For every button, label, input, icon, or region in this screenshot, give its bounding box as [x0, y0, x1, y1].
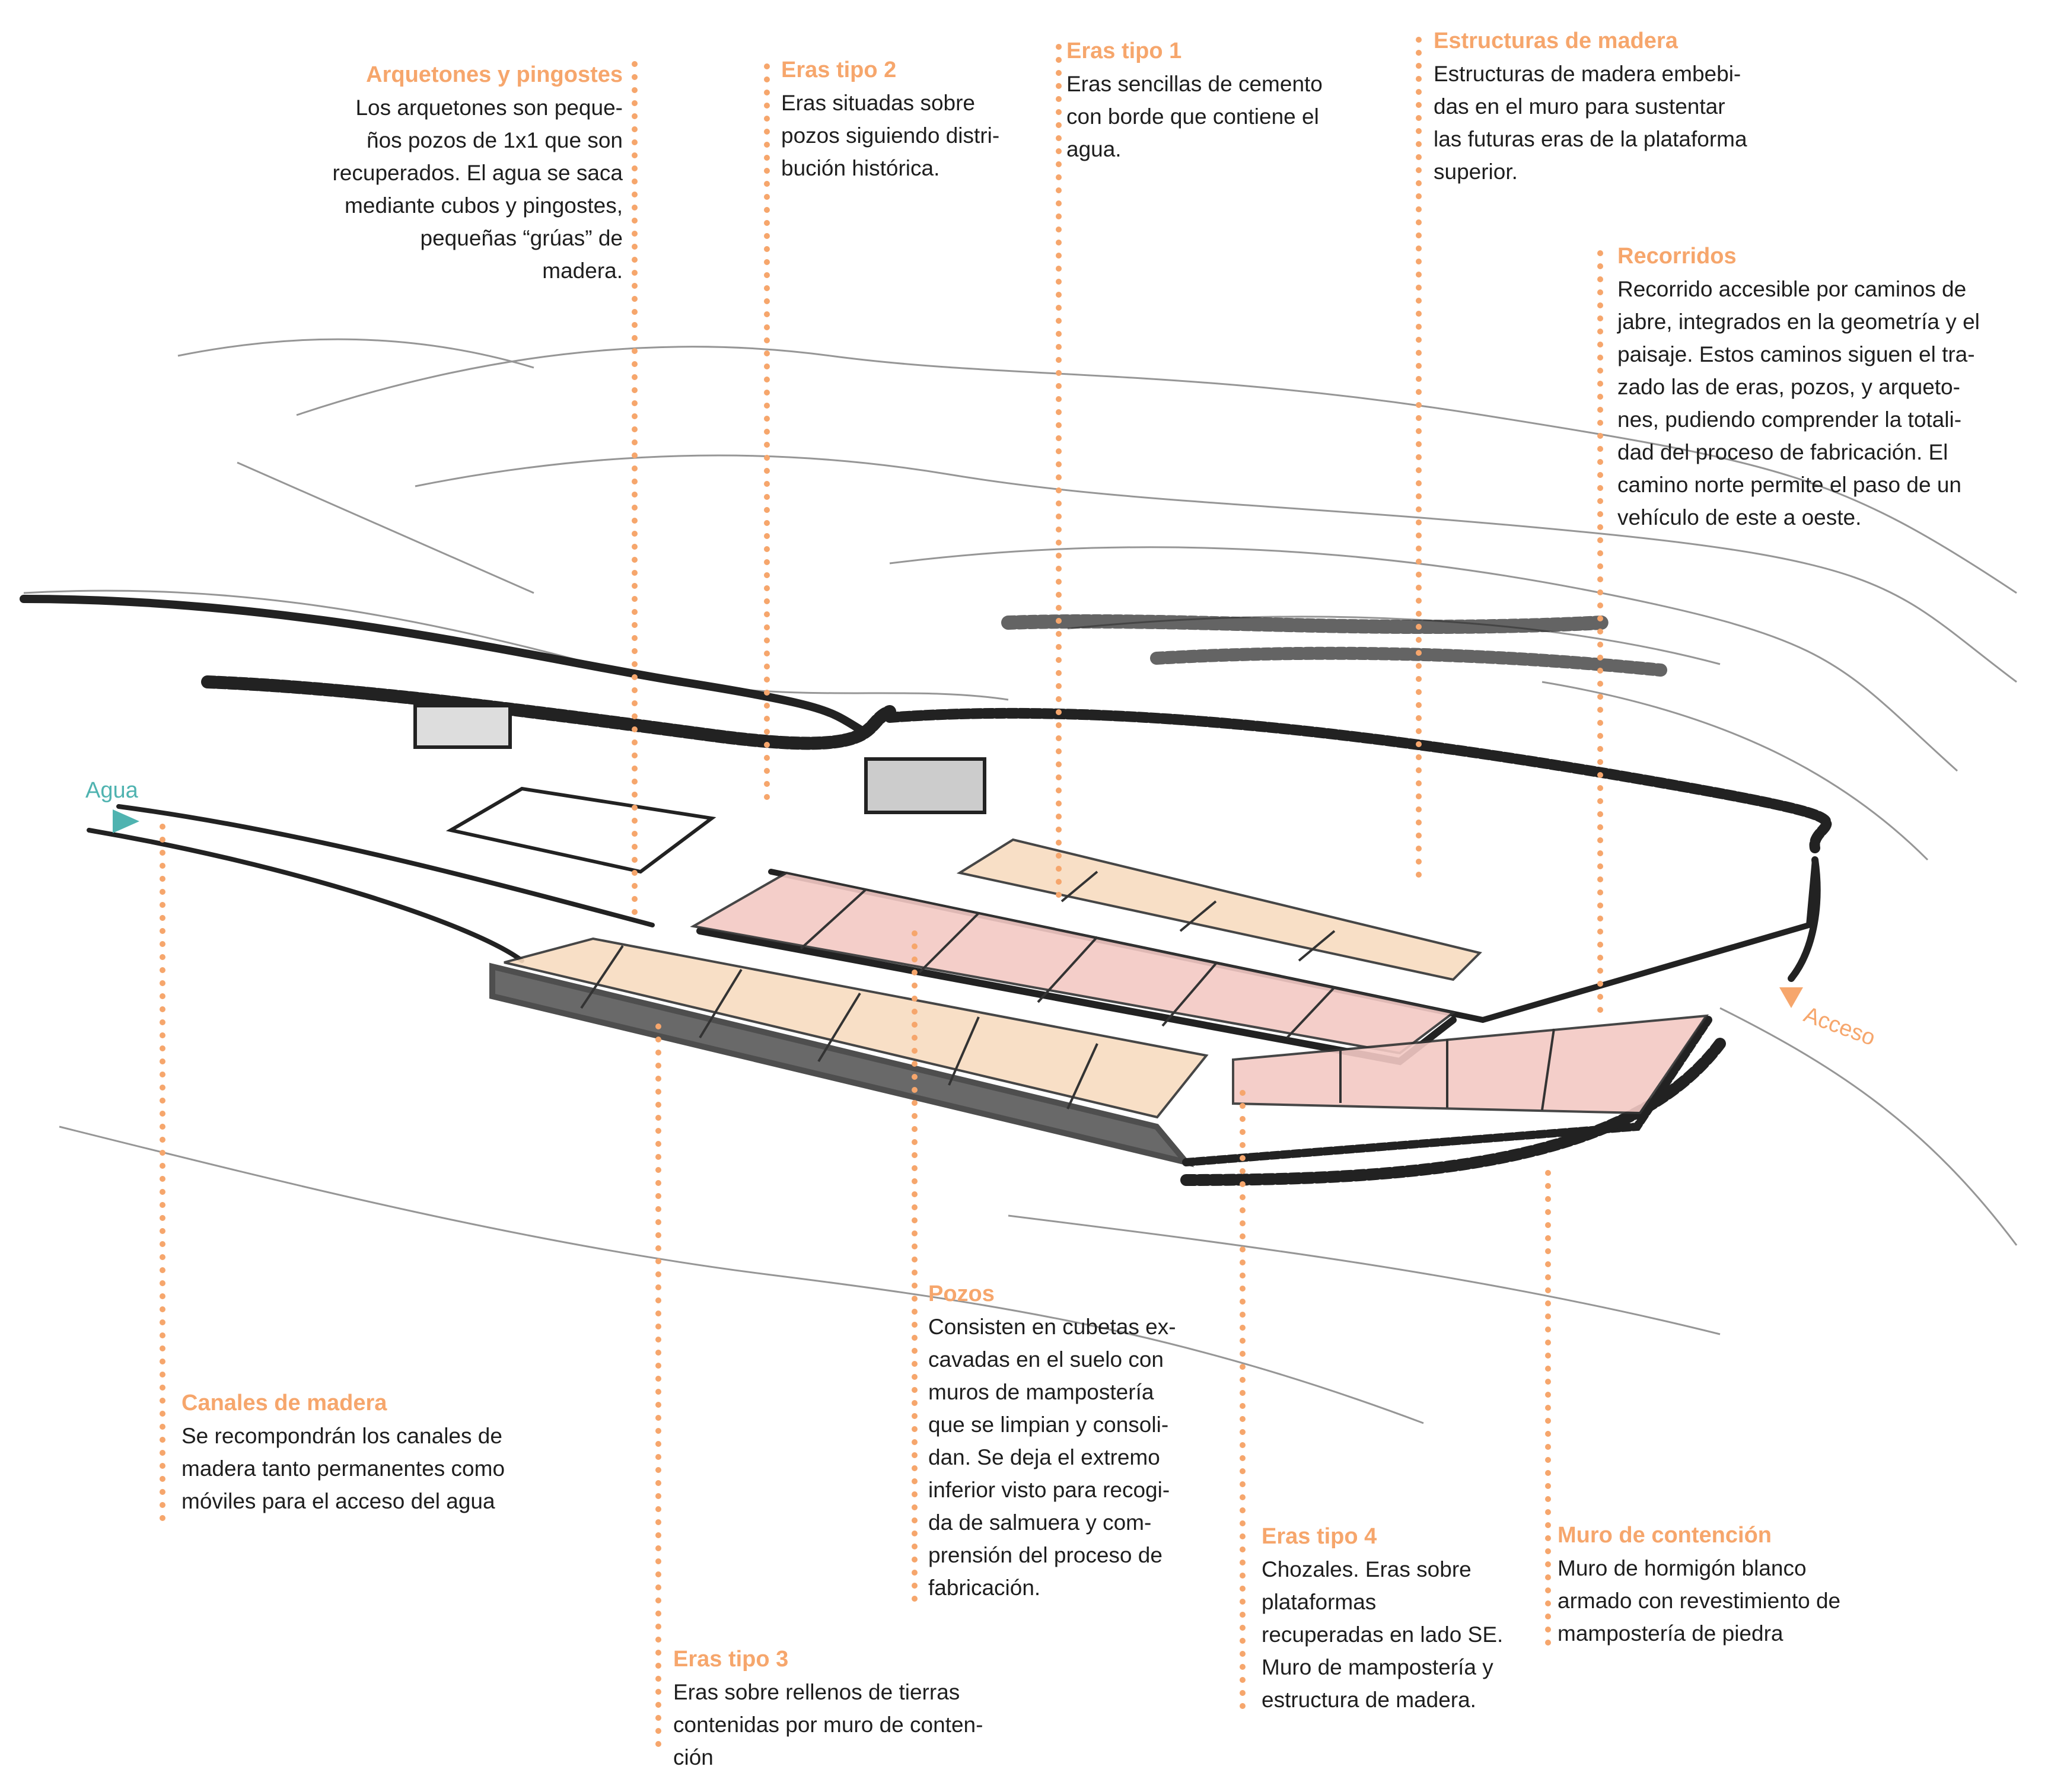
annotation-title: Arquetones y pingostes: [366, 62, 623, 87]
annotation-body: Estructuras de madera embebi- das en el …: [1434, 62, 1747, 184]
annotation-title: Recorridos: [1617, 244, 1737, 269]
annotation-eras-tipo-2: Eras tipo 2 Eras situadas sobre pozos si…: [781, 56, 1054, 184]
annotation-title: Eras tipo 4: [1262, 1524, 1377, 1549]
annotation-body: Muro de hormigón blanco armado con reves…: [1558, 1556, 1841, 1646]
eras-tipo-3-panels: [504, 937, 1209, 1119]
annotation-eras-tipo-3: Eras tipo 3 Eras sobre rellenos de tierr…: [673, 1645, 1065, 1774]
annotation-body: Eras situadas sobre pozos siguiendo dist…: [781, 91, 1000, 180]
annotation-body: Eras sencillas de cemento con borde que …: [1066, 72, 1323, 161]
salt-pans: [413, 704, 1709, 1119]
eras-tipo-4-panels: [1232, 1014, 1709, 1115]
annotation-body: Consisten en cubetas ex- cavadas en el s…: [928, 1315, 1176, 1600]
annotation-arquetones: Arquetones y pingostes Los arquetones so…: [285, 60, 623, 287]
annotation-body: Recorrido accesible por caminos de jabre…: [1617, 277, 1980, 530]
wooden-shed: [864, 757, 986, 814]
annotation-title: Pozos: [928, 1281, 995, 1306]
annotation-title: Canales de madera: [181, 1391, 387, 1415]
access-arrow-icon: [1779, 987, 1803, 1008]
annotation-title: Estructuras de madera: [1434, 28, 1678, 53]
annotation-title: Muro de contención: [1558, 1523, 1772, 1548]
annotation-canales-madera: Canales de madera Se recompondrán los ca…: [181, 1389, 573, 1517]
annotation-body: Chozales. Eras sobre plataformas recuper…: [1262, 1557, 1504, 1712]
eras-tipo-1-panels: [956, 838, 1482, 981]
annotation-pozos: Pozos Consisten en cubetas ex- cavadas e…: [928, 1280, 1237, 1604]
annotation-estructuras-madera: Estructuras de madera Estructuras de mad…: [1434, 27, 1813, 188]
stone-walls: [20, 595, 1832, 1186]
annotation-title: Eras tipo 2: [781, 58, 897, 82]
annotation-body: Se recompondrán los canales de madera ta…: [181, 1424, 505, 1513]
annotation-title: Eras tipo 3: [673, 1647, 789, 1672]
arqueton-hut: [413, 704, 512, 749]
water-arrow-icon: [113, 809, 139, 833]
annotation-eras-tipo-1: Eras tipo 1 Eras sencillas de cemento co…: [1066, 37, 1399, 165]
annotation-muro-contencion: Muro de contención Muro de hormigón blan…: [1558, 1521, 1937, 1650]
eras-tipo-2-upper: [445, 786, 716, 874]
annotation-recorridos: Recorridos Recorrido accesible por camin…: [1617, 242, 2044, 534]
annotation-eras-tipo-4: Eras tipo 4 Chozales. Eras sobre platafo…: [1262, 1522, 1546, 1716]
annotation-body: Los arquetones son peque- ños pozos de 1…: [332, 95, 623, 283]
water-label: Agua: [85, 778, 138, 803]
annotation-body: Eras sobre rellenos de tierras contenida…: [673, 1680, 983, 1769]
annotation-title: Eras tipo 1: [1066, 39, 1182, 63]
arrows: [113, 809, 1803, 1008]
leader-lines: [160, 37, 1603, 1749]
